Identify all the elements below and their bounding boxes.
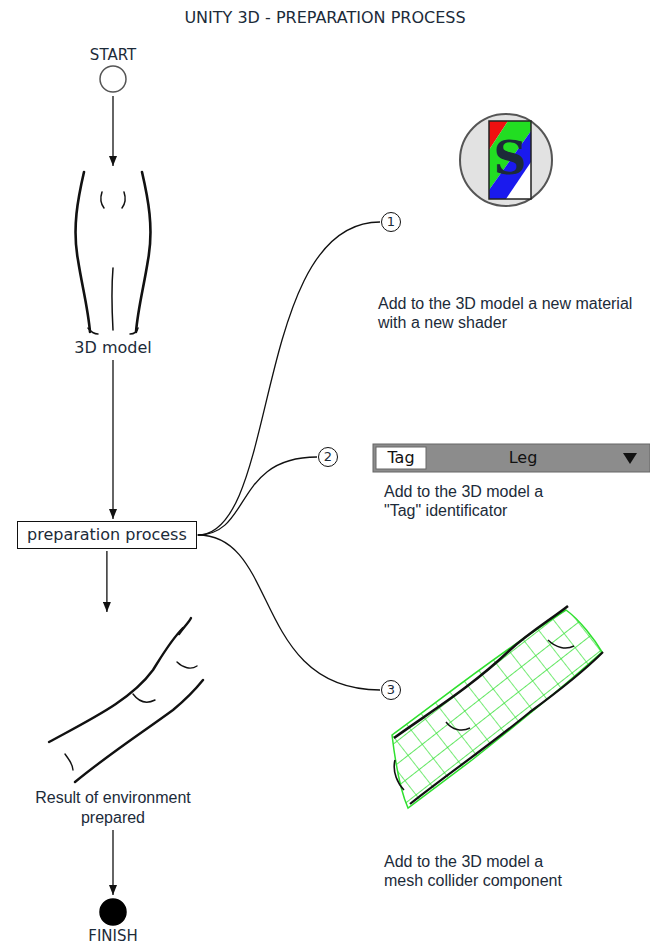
node-label: FINISH [83, 927, 143, 945]
callout-number: 2 [318, 447, 338, 467]
callout-text: 1 [382, 213, 400, 231]
caption: Add to the 3D model a new material with … [378, 294, 646, 332]
node-label: START [83, 46, 143, 64]
figure-node: Result of environment prepared [13, 614, 213, 828]
shader-letter: S [486, 128, 534, 188]
callout-number: 1 [381, 212, 401, 232]
tag-field-name: Tag [377, 447, 425, 469]
node-label: Result of environment prepared [13, 788, 213, 828]
process-box: preparation process [17, 521, 197, 549]
connector [112, 360, 113, 519]
connector [198, 535, 380, 690]
caption: Add to the 3D model a "Tag" identificato… [384, 482, 544, 520]
node-label: 3D model [58, 338, 168, 358]
leg-figure [13, 614, 213, 784]
box-label: preparation process [27, 524, 187, 546]
connector [112, 830, 113, 895]
callout-text: 2 [319, 448, 337, 466]
connector [106, 551, 107, 612]
callout-number: 3 [381, 680, 401, 700]
end-circle [98, 897, 128, 927]
connector [198, 222, 380, 535]
diagram-title: UNITY 3D - PREPARATION PROCESS [0, 8, 650, 27]
callout-text: 3 [382, 681, 400, 699]
body-figure [58, 168, 168, 336]
finish-node: FINISH [83, 897, 143, 945]
start-circle [98, 64, 128, 94]
connector [198, 457, 317, 535]
tag-value: Leg [430, 447, 616, 469]
caption: Add to the 3D model a mesh collider comp… [384, 852, 566, 890]
start-node: START [83, 46, 143, 94]
tag-widget [373, 444, 650, 472]
shader-icon [460, 114, 552, 206]
connector [112, 96, 113, 166]
mesh-collider-figure [380, 600, 610, 815]
figure-node: 3D model [58, 168, 168, 358]
